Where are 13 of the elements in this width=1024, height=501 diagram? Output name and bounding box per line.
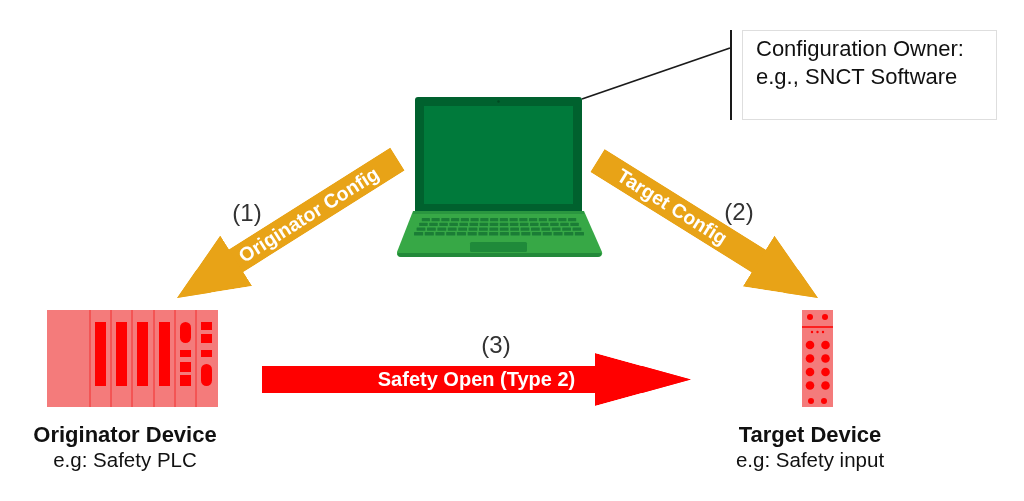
edge-label: Safety Open (Type 2) bbox=[377, 368, 576, 391]
device-name: Target Device bbox=[738, 422, 882, 447]
step-number: (3) bbox=[481, 331, 511, 359]
leader-line bbox=[581, 47, 731, 100]
device-description: e.g: Safety input bbox=[735, 447, 885, 472]
step-number: (2) bbox=[724, 198, 754, 225]
callout-box: Configuration Owner: e.g., SNCT Software bbox=[730, 30, 997, 120]
device-name: Originator Device bbox=[33, 422, 217, 447]
block-arrow bbox=[262, 352, 691, 406]
laptop-illustration bbox=[397, 97, 603, 258]
block-arrow bbox=[590, 149, 818, 298]
block-arrow bbox=[177, 147, 405, 298]
device-description: e.g: Safety PLC bbox=[53, 447, 197, 472]
